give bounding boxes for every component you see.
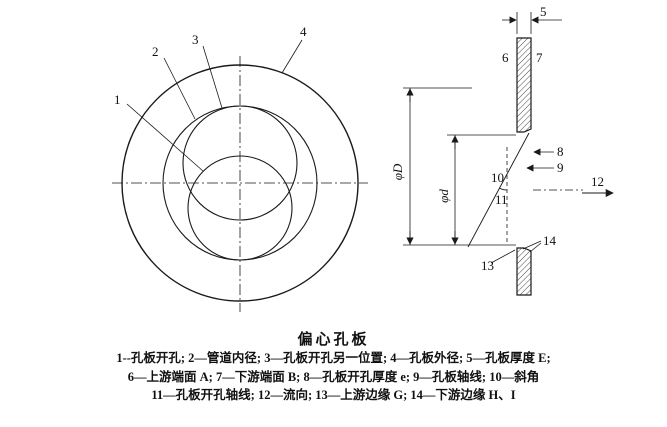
legend-line-3: 11—孔板开孔轴线; 12—流向; 13—上游边缘 G; 14—下游边缘 H、I (151, 388, 516, 402)
dim-label-phiD: φD (390, 163, 405, 180)
part-label-13: 13 (481, 258, 494, 273)
part-label-5: 5 (540, 4, 547, 19)
front-view-labels: 1 2 3 4 (114, 24, 307, 107)
section-view (403, 12, 614, 296)
leader-line-13 (490, 249, 516, 264)
front-view (112, 39, 368, 312)
part-label-8: 8 (557, 144, 564, 159)
part-label-7: 7 (536, 50, 543, 65)
dim-label-phid: φd (436, 189, 451, 203)
legend-line-1: 1--孔板开孔; 2—管道内径; 3—孔板开孔另一位置; 4—孔板外径; 5—孔… (116, 351, 551, 365)
part-label-2: 2 (152, 44, 159, 59)
leader-line-4 (281, 39, 303, 74)
leader-line-1 (126, 103, 204, 172)
leader-line-3 (202, 45, 223, 109)
figure-caption: 偏心孔板 (297, 332, 370, 348)
part-label-6: 6 (502, 50, 509, 65)
leader-line-14a (522, 240, 542, 250)
part-label-10: 10 (491, 170, 504, 185)
figure-legend: 1--孔板开孔; 2—管道内径; 3—孔板开孔另一位置; 4—孔板外径; 5—孔… (0, 349, 667, 405)
leader-line-14b (529, 242, 542, 253)
part-label-4: 4 (300, 24, 307, 39)
part-label-14: 14 (543, 233, 557, 248)
part-label-11: 11 (495, 192, 508, 207)
plate-outer-diameter-circle (121, 64, 359, 302)
bevel-angle-line (467, 132, 530, 248)
orifice-alt-position-circle (182, 105, 298, 221)
plate-section-lower (516, 247, 532, 296)
leader-line-2 (163, 57, 196, 120)
bevel-angle-arc (499, 187, 508, 191)
orifice-plate-drawing: 1 2 3 4 (112, 4, 614, 312)
plate-section-upper (516, 37, 532, 133)
part-label-1: 1 (114, 92, 121, 107)
part-label-12: 12 (591, 174, 604, 189)
legend-line-2: 6—上游端面 A; 7—下游端面 B; 8—孔板开孔厚度 e; 9—孔板轴线; … (127, 369, 540, 384)
orifice-bore-circle (187, 155, 293, 261)
part-label-9: 9 (557, 160, 564, 175)
section-view-labels: 5 6 7 8 9 10 11 12 13 14 φD φd (390, 4, 604, 273)
part-label-3: 3 (192, 32, 199, 47)
